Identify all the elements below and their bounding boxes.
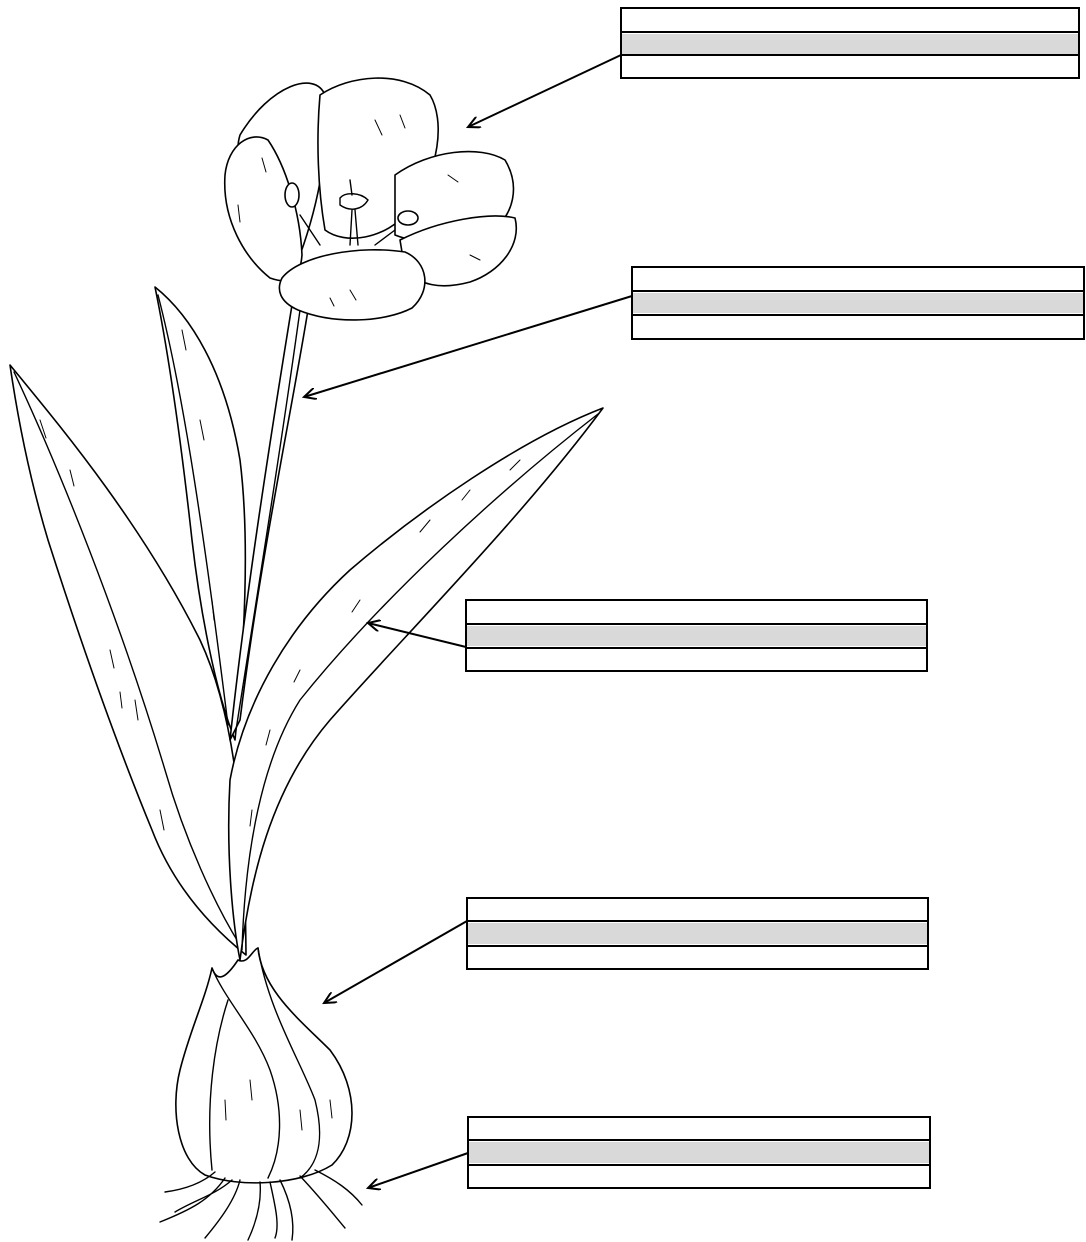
right-leaf [229, 408, 603, 960]
leaf-label-box[interactable] [466, 600, 927, 671]
flower-label-box[interactable] [621, 8, 1079, 78]
roots-label-box[interactable] [468, 1117, 930, 1188]
bulb-label-box[interactable] [467, 898, 928, 969]
stem-label-box[interactable] [632, 267, 1084, 339]
bulb [176, 948, 352, 1183]
flower-arrow [468, 55, 621, 127]
bulb-arrow [324, 921, 467, 1003]
tulip-flower [225, 78, 517, 320]
roots-arrow [368, 1153, 468, 1188]
